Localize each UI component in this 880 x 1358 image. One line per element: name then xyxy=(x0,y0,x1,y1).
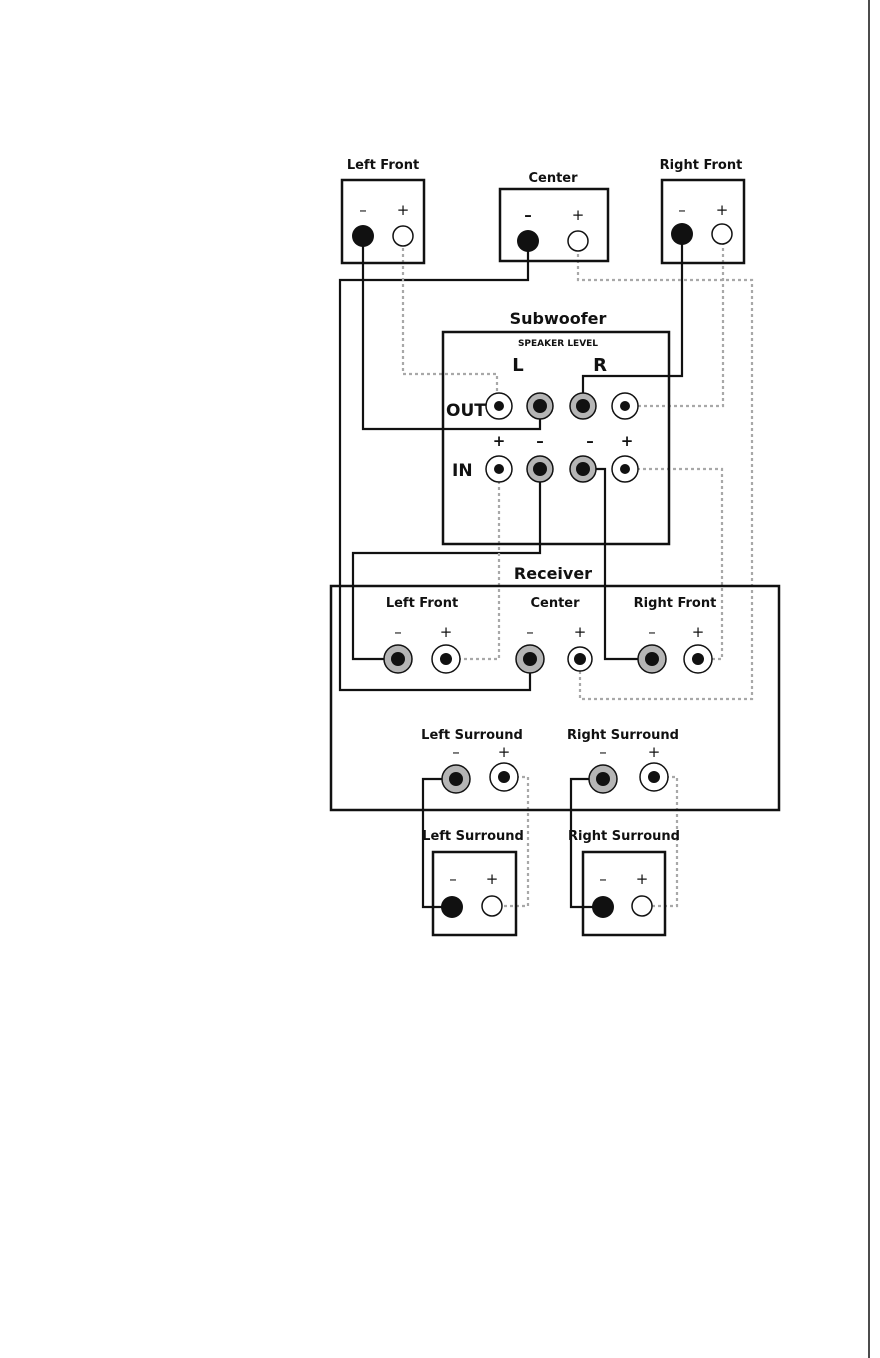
negative-terminal xyxy=(441,896,463,918)
terminal-center-dot xyxy=(620,464,630,474)
right-surround-speaker: Right Surround – + xyxy=(568,829,680,935)
plus-sign: + xyxy=(636,870,649,888)
plus-sign: + xyxy=(493,432,506,450)
receiver-right-front-label: Right Front xyxy=(634,596,717,611)
center-speaker: Center – + xyxy=(500,171,608,261)
terminal-center-dot xyxy=(391,652,405,666)
terminal-center-dot xyxy=(620,401,630,411)
minus-sign: – xyxy=(586,432,594,450)
plus-sign: + xyxy=(486,870,499,888)
minus-sign: – xyxy=(599,743,607,761)
terminal-center-dot xyxy=(533,462,547,476)
subwoofer-title: Subwoofer xyxy=(510,309,607,328)
terminal-center-dot xyxy=(576,462,590,476)
terminal-center-dot xyxy=(596,772,610,786)
terminal-center-dot xyxy=(498,771,510,783)
wire-sub-in-left-pos xyxy=(446,469,499,659)
center-speaker-label: Center xyxy=(528,171,578,186)
right-channel-label: R xyxy=(593,355,607,376)
minus-sign: – xyxy=(648,623,656,641)
wire-sub-in-right-neg xyxy=(583,469,652,659)
right-surround-speaker-label: Right Surround xyxy=(568,829,680,844)
receiver-title: Receiver xyxy=(514,564,592,583)
terminal-center-dot xyxy=(494,464,504,474)
plus-sign: + xyxy=(648,743,661,761)
plus-sign: + xyxy=(716,201,729,219)
minus-sign: – xyxy=(678,201,686,219)
minus-sign: – xyxy=(394,623,402,641)
in-label: IN xyxy=(452,461,473,481)
terminal-center-dot xyxy=(648,771,660,783)
negative-wires xyxy=(340,234,682,907)
subwoofer: Subwoofer SPEAKER LEVEL L R OUT IN + – –… xyxy=(443,309,669,544)
terminal-center-dot xyxy=(645,652,659,666)
minus-sign: – xyxy=(452,743,460,761)
positive-terminal xyxy=(632,896,652,916)
receiver-box xyxy=(331,586,779,810)
left-front-speaker-box xyxy=(342,180,424,263)
positive-terminal xyxy=(482,896,502,916)
wire-sub-in-right-pos xyxy=(625,469,722,659)
receiver-left-front-label: Left Front xyxy=(386,596,458,611)
left-surround-speaker-label: Left Surround xyxy=(422,829,524,844)
receiver-center-label: Center xyxy=(530,596,580,611)
right-front-speaker-label: Right Front xyxy=(660,158,743,173)
minus-sign: – xyxy=(599,870,607,888)
center-speaker-box xyxy=(500,189,608,261)
right-surround-speaker-box xyxy=(583,852,665,935)
plus-sign: + xyxy=(397,201,410,219)
positive-terminal xyxy=(712,224,732,244)
terminal-center-dot xyxy=(523,652,537,666)
subwoofer-box xyxy=(443,332,669,544)
right-front-speaker-box xyxy=(662,180,744,263)
negative-terminal xyxy=(592,896,614,918)
negative-terminal xyxy=(517,230,539,252)
positive-terminal xyxy=(568,231,588,251)
minus-sign: – xyxy=(449,870,457,888)
receiver-right-surround-label: Right Surround xyxy=(567,728,679,743)
minus-sign: – xyxy=(526,623,534,641)
plus-sign: + xyxy=(498,743,511,761)
out-label: OUT xyxy=(446,401,486,421)
negative-terminal xyxy=(671,223,693,245)
plus-sign: + xyxy=(621,432,634,450)
receiver-left-surround-label: Left Surround xyxy=(421,728,523,743)
plus-sign: + xyxy=(574,623,587,641)
left-front-speaker-label: Left Front xyxy=(347,158,419,173)
positive-terminal xyxy=(393,226,413,246)
plus-sign: + xyxy=(572,206,585,224)
wire-left-front-pos xyxy=(403,236,497,406)
speaker-level-label: SPEAKER LEVEL xyxy=(518,339,598,349)
left-surround-speaker: Left Surround – + xyxy=(422,829,524,935)
terminal-center-dot xyxy=(494,401,504,411)
terminal-center-dot xyxy=(440,653,452,665)
terminal-center-dot xyxy=(533,399,547,413)
left-front-speaker: Left Front – + xyxy=(342,158,424,263)
receiver: Receiver Left Front Center Right Front –… xyxy=(331,564,779,810)
minus-sign: – xyxy=(359,201,367,219)
right-front-speaker: Right Front – + xyxy=(660,158,744,263)
negative-terminal xyxy=(352,225,374,247)
left-channel-label: L xyxy=(512,355,523,376)
minus-sign: – xyxy=(524,206,532,224)
left-surround-speaker-box xyxy=(433,852,516,935)
terminal-center-dot xyxy=(574,653,586,665)
terminal-center-dot xyxy=(576,399,590,413)
plus-sign: + xyxy=(692,623,705,641)
terminal-center-dot xyxy=(692,653,704,665)
minus-sign: – xyxy=(536,432,544,450)
terminal-center-dot xyxy=(449,772,463,786)
plus-sign: + xyxy=(440,623,453,641)
wire-right-front-pos xyxy=(625,236,723,406)
